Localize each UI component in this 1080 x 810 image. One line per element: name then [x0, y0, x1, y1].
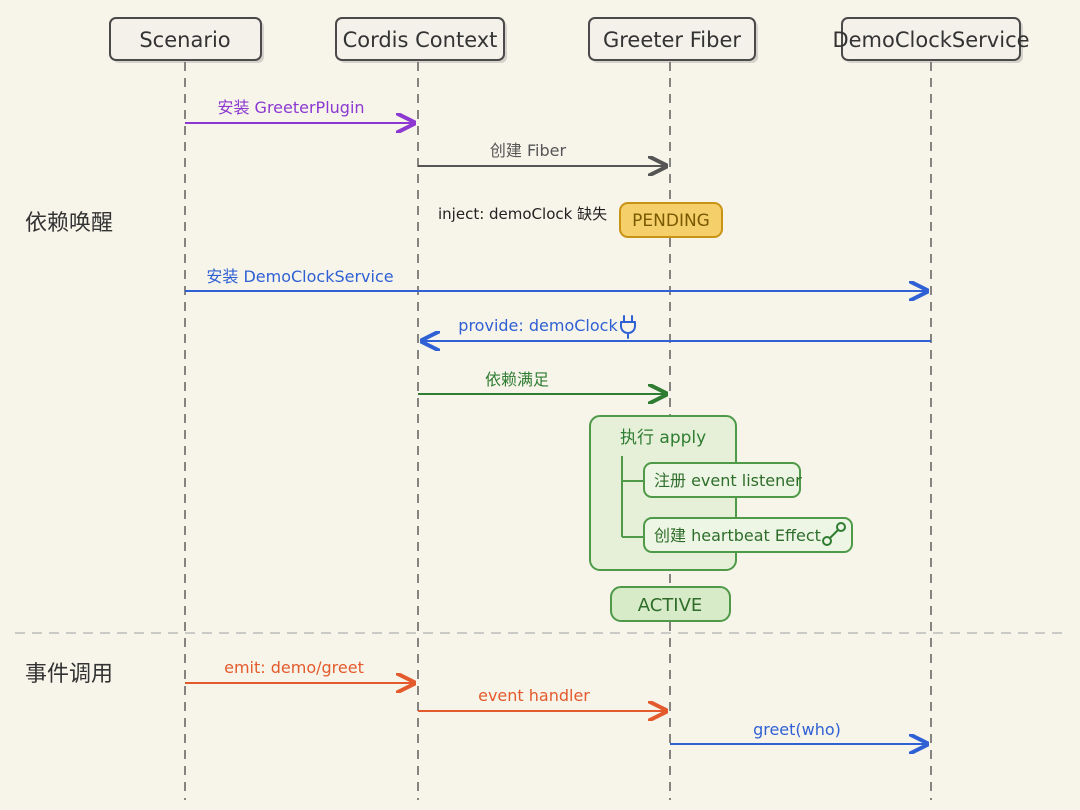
apply-activation-box: 执行 apply 注册 event listener 创建 heartbeat … — [589, 415, 853, 571]
message-label: provide: demoClock — [458, 316, 618, 335]
message-install-greeter-plugin: 安装 GreeterPlugin — [185, 98, 414, 123]
message-greet-who: greet(who) — [670, 720, 927, 744]
message-label: 安装 DemoClockService — [206, 267, 393, 286]
message-create-fiber: 创建 Fiber — [418, 141, 666, 166]
participant-demo-clock-service: DemoClockService — [832, 17, 1030, 63]
tree-connector — [621, 456, 644, 538]
apply-title: 执行 apply — [620, 428, 706, 448]
create-heartbeat-effect-box: 创建 heartbeat Effect — [643, 517, 853, 553]
active-label: ACTIVE — [638, 595, 703, 616]
message-install-demo-clock-service: 安装 DemoClockService — [185, 267, 927, 291]
message-label: 依赖满足 — [485, 370, 549, 389]
participant-label: Scenario — [139, 28, 230, 52]
message-dependency-satisfied: 依赖满足 — [418, 370, 666, 394]
message-label: event handler — [478, 686, 590, 705]
section-label-event-call: 事件调用 — [25, 662, 113, 687]
participant-label: Cordis Context — [343, 28, 498, 52]
message-label: emit: demo/greet — [224, 658, 364, 677]
message-label: 安装 GreeterPlugin — [217, 98, 364, 117]
message-label: greet(who) — [753, 720, 841, 739]
participant-greeter-fiber: Greeter Fiber — [588, 17, 758, 63]
message-emit-demo-greet: emit: demo/greet — [185, 658, 414, 683]
section-label-dependency-wakeup: 依赖唤醒 — [25, 211, 113, 236]
participant-label: DemoClockService — [832, 28, 1029, 52]
register-event-listener-box: 注册 event listener — [643, 462, 802, 498]
message-event-handler: event handler — [418, 686, 666, 711]
pending-label: PENDING — [632, 211, 710, 231]
register-event-listener-label: 注册 event listener — [654, 471, 802, 490]
plug-icon — [620, 315, 636, 339]
participant-cordis-context: Cordis Context — [335, 17, 507, 63]
active-status-badge: ACTIVE — [610, 586, 731, 622]
message-provide-demo-clock: provide: demoClock — [422, 315, 931, 341]
participant-scenario: Scenario — [109, 17, 264, 63]
message-label: 创建 Fiber — [490, 141, 567, 160]
link-icon — [822, 522, 846, 546]
inject-missing-note: inject: demoClock 缺失 — [438, 205, 607, 223]
create-heartbeat-effect-label: 创建 heartbeat Effect — [654, 526, 821, 545]
pending-status-badge: PENDING — [619, 202, 723, 238]
participant-label: Greeter Fiber — [603, 28, 741, 52]
